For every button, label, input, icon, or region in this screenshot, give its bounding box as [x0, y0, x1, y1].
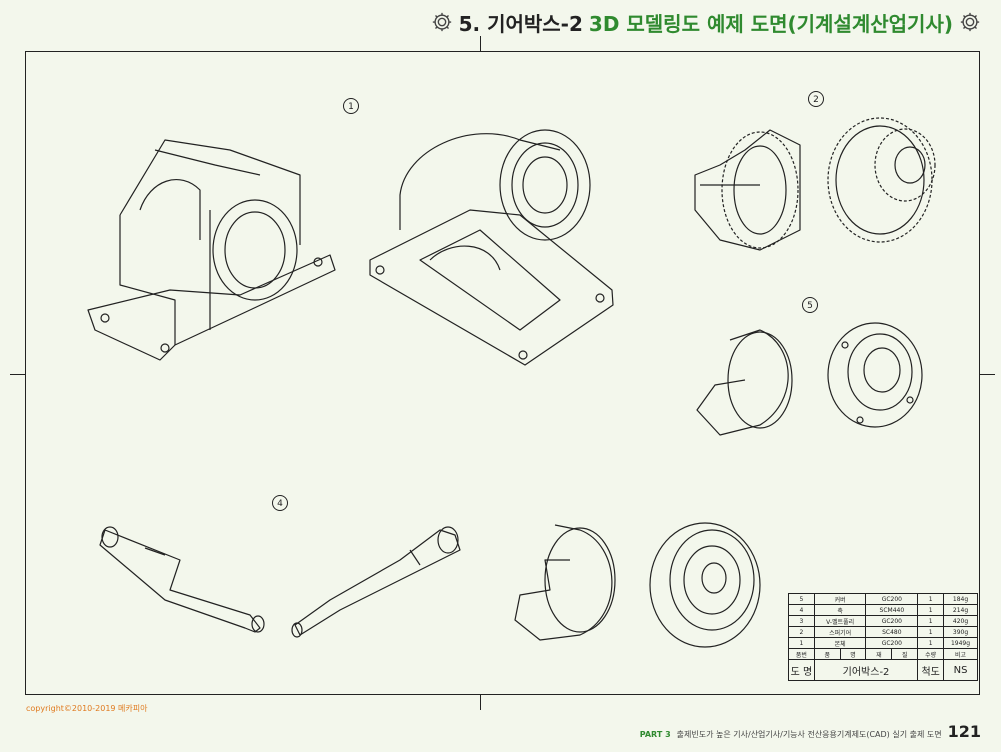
- header-material-1: 재: [865, 648, 893, 660]
- housing-section-view: [87, 139, 336, 361]
- item-material: SC480: [865, 626, 919, 638]
- item-material: SCM440: [865, 604, 919, 616]
- item-qty: 1: [917, 604, 945, 616]
- item-no: 3: [788, 615, 815, 627]
- table-row: 5 커버 GC200 1 184g: [788, 593, 978, 605]
- copyright-text: copyright©2010-2019 메카피아: [26, 704, 148, 713]
- item-note: 390g: [943, 626, 978, 638]
- spur-gear-views: [694, 117, 936, 251]
- table-row: 1 본체 GC200 1 1949g: [788, 637, 978, 649]
- item-material: GC200: [865, 637, 919, 649]
- center-mark-bottom: [480, 695, 481, 710]
- table-row: 2 스퍼기어 SC480 1 390g: [788, 626, 978, 638]
- header-name-1: 품: [813, 648, 841, 660]
- item-qty: 1: [917, 637, 945, 649]
- page-footer: PART 3 출제빈도가 높은 기사/산업기사/기능사 전산응용기계제도(CAD…: [640, 722, 981, 741]
- item-name: V-벨트풀리: [813, 615, 867, 627]
- header-name-2: 명: [839, 648, 867, 660]
- housing-full-view: [369, 129, 614, 366]
- center-mark-right: [980, 374, 995, 375]
- item-name: 스퍼기어: [813, 626, 867, 638]
- table-row: 3 V-벨트풀리 GC200 1 420g: [788, 615, 978, 627]
- page-number: 121: [947, 722, 981, 741]
- item-note: 420g: [943, 615, 978, 627]
- header-title-part: 5. 기어박스-2: [458, 11, 583, 36]
- gear-icon: [432, 12, 451, 32]
- item-qty: 1: [917, 615, 945, 627]
- item-note: 214g: [943, 604, 978, 616]
- drawing-frame: [25, 51, 980, 695]
- item-name: 축: [813, 604, 867, 616]
- parts-list-table: 5 커버 GC200 1 184g 4 축 SCM440 1 214g 3 V-…: [788, 593, 978, 681]
- header-title-desc: 3D 모델링도 예제 도면(기계설계산업기사): [588, 11, 953, 36]
- gear-icon: [960, 12, 980, 32]
- item-no: 2: [788, 626, 815, 638]
- page-header: 5. 기어박스-2 3D 모델링도 예제 도면(기계설계산업기사): [431, 7, 981, 37]
- item-qty: 1: [917, 593, 945, 605]
- shaft-views: [99, 526, 461, 638]
- item-qty: 1: [917, 626, 945, 638]
- callout-part-5: 5: [802, 297, 818, 313]
- title-block-row: 도 명 기어박스-2 척도 NS: [788, 659, 978, 681]
- item-material: GC200: [865, 615, 919, 627]
- drawing-name-label: 도 명: [788, 659, 815, 681]
- footer-text: 출제빈도가 높은 기사/산업기사/기능사 전산응용기계제도(CAD) 실기 출제…: [676, 730, 942, 739]
- item-no: 4: [788, 604, 815, 616]
- item-name: 본체: [813, 637, 867, 649]
- item-no: 1: [788, 637, 815, 649]
- callout-part-1: 1: [343, 98, 359, 114]
- scale-value: NS: [943, 659, 978, 681]
- cover-views: [696, 322, 923, 436]
- item-name: 커버: [813, 593, 867, 605]
- table-row: 4 축 SCM440 1 214g: [788, 604, 978, 616]
- center-mark-left: [10, 374, 25, 375]
- drawing-name-value: 기어박스-2: [813, 659, 919, 681]
- header-note: 비고: [943, 648, 978, 660]
- item-material: GC200: [865, 593, 919, 605]
- vbelt-pulley-views: [514, 522, 761, 648]
- item-no: 5: [788, 593, 815, 605]
- callout-part-4: 4: [272, 495, 288, 511]
- item-note: 1949g: [943, 637, 978, 649]
- center-mark-top: [480, 36, 481, 51]
- header-material-2: 질: [891, 648, 919, 660]
- callout-part-2: 2: [808, 91, 824, 107]
- item-note: 184g: [943, 593, 978, 605]
- header-qty: 수량: [917, 648, 945, 660]
- table-header-row: 품번 품 명 재 질 수량 비고: [788, 648, 978, 660]
- footer-part-label: PART 3: [639, 730, 671, 739]
- scale-label: 척도: [917, 659, 945, 681]
- header-item-no: 품번: [788, 648, 815, 660]
